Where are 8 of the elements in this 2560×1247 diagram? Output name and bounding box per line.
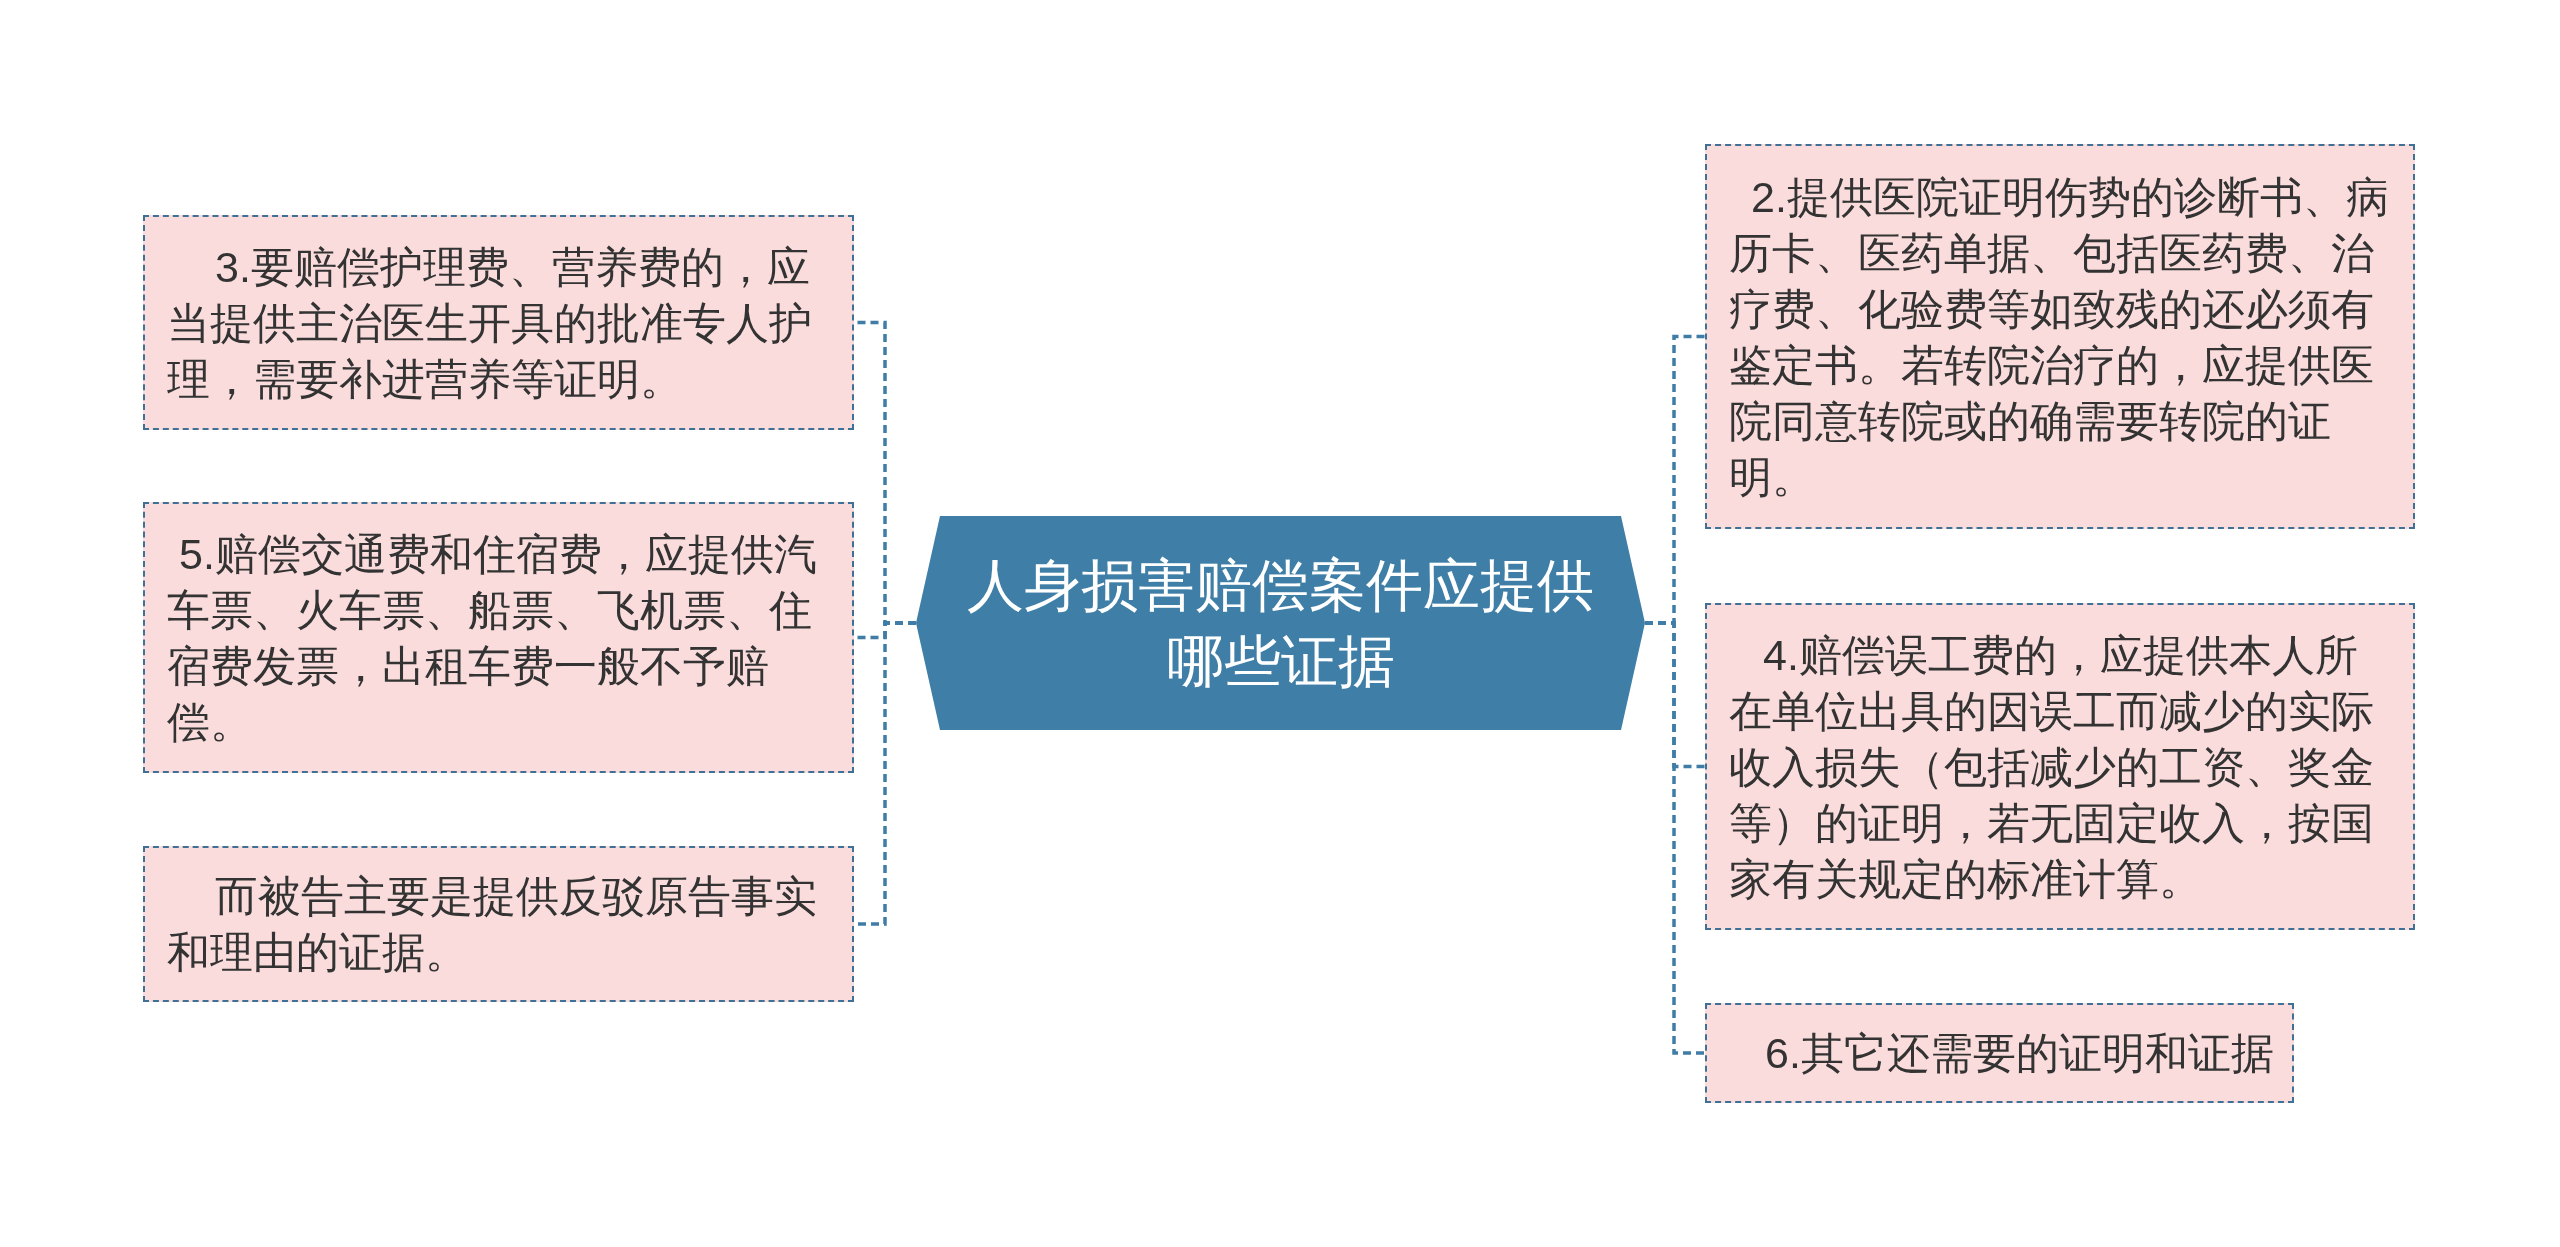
topic-hexagon: 人身损害赔偿案件应提供哪些证据 [916,516,1645,730]
note-box: 5.赔偿交通费和住宿费，应提供汽车票、火车票、船票、飞机票、住宿费发票，出租车费一般不予赔偿。 [143,502,854,773]
note-box: 而被告主要是提供反驳原告事实和理由的证据。 [143,846,854,1002]
note-box: 6.其它还需要的证明和证据 [1705,1003,2294,1103]
note-box: 3.要赔偿护理费、营养费的，应当提供主治医生开具的批准专人护理，需要补进营养等证明。 [143,215,854,430]
note-box: 2.提供医院证明伤势的诊断书、病历卡、医药单据、包括医药费、治疗费、化验费等如致残的还必须有鉴定书。若转院治疗的，应提供医院同意转院或的确需要转院的证明。 [1705,144,2415,529]
note-box: 4.赔偿误工费的，应提供本人所在单位出具的因误工而减少的实际收入损失（包括减少的工资、奖金等）的证明，若无固定收入，按国家有关规定的标准计算。 [1705,603,2415,930]
connector-line [1645,621,1705,1055]
